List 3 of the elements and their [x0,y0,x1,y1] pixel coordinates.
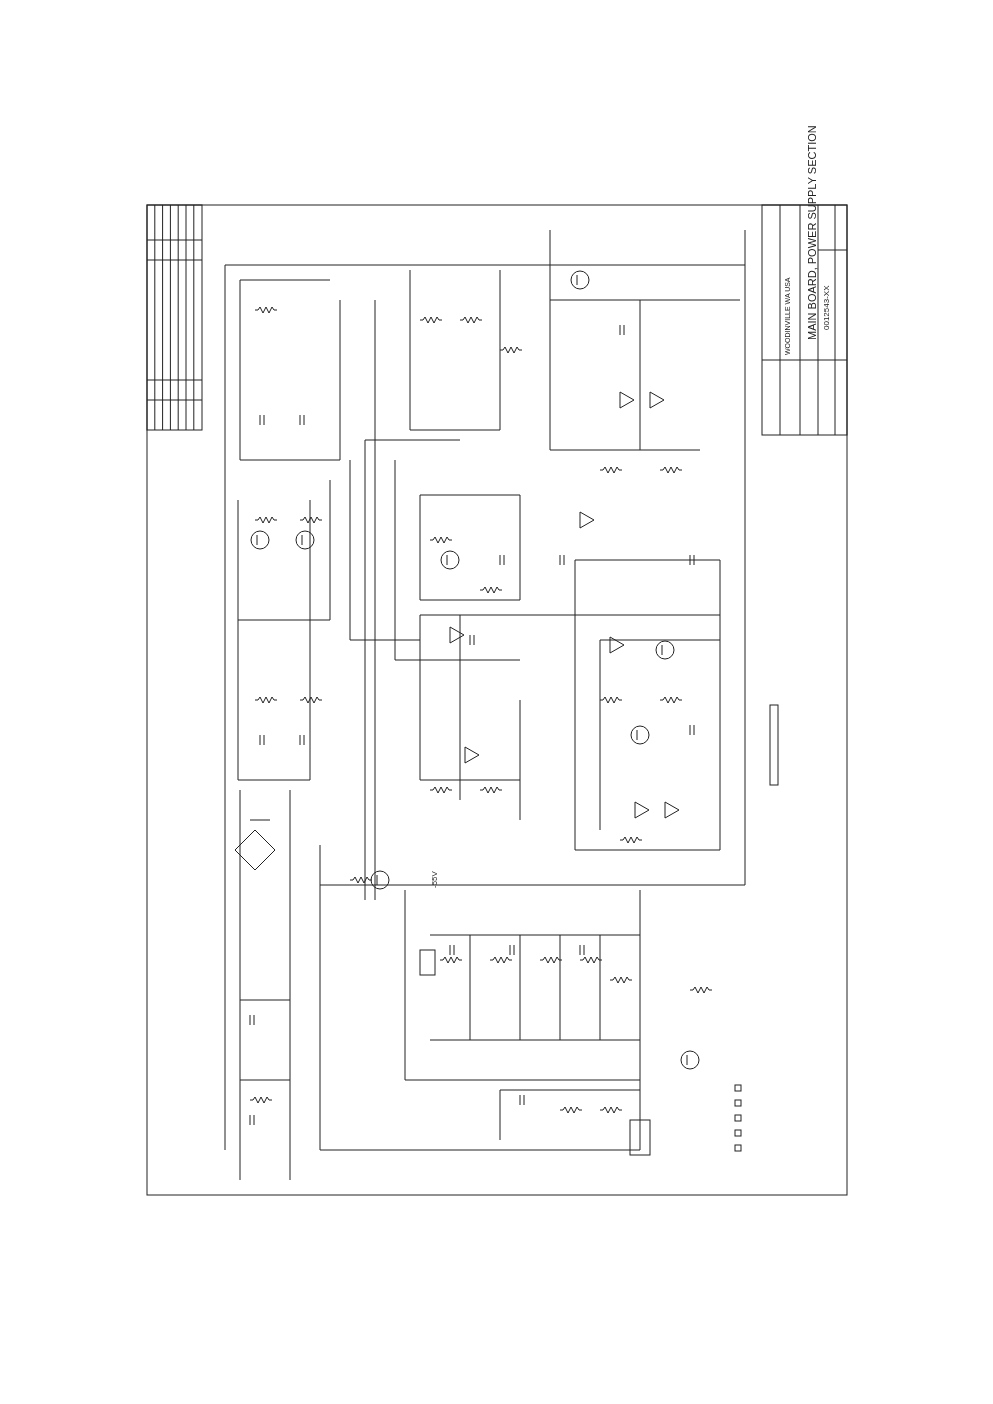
drawing-number: 0012543-XX [822,285,831,330]
voltage-label: -55V [430,871,439,888]
drawing-title: MAIN BOARD, POWER SUPPLY SECTION [806,125,818,340]
